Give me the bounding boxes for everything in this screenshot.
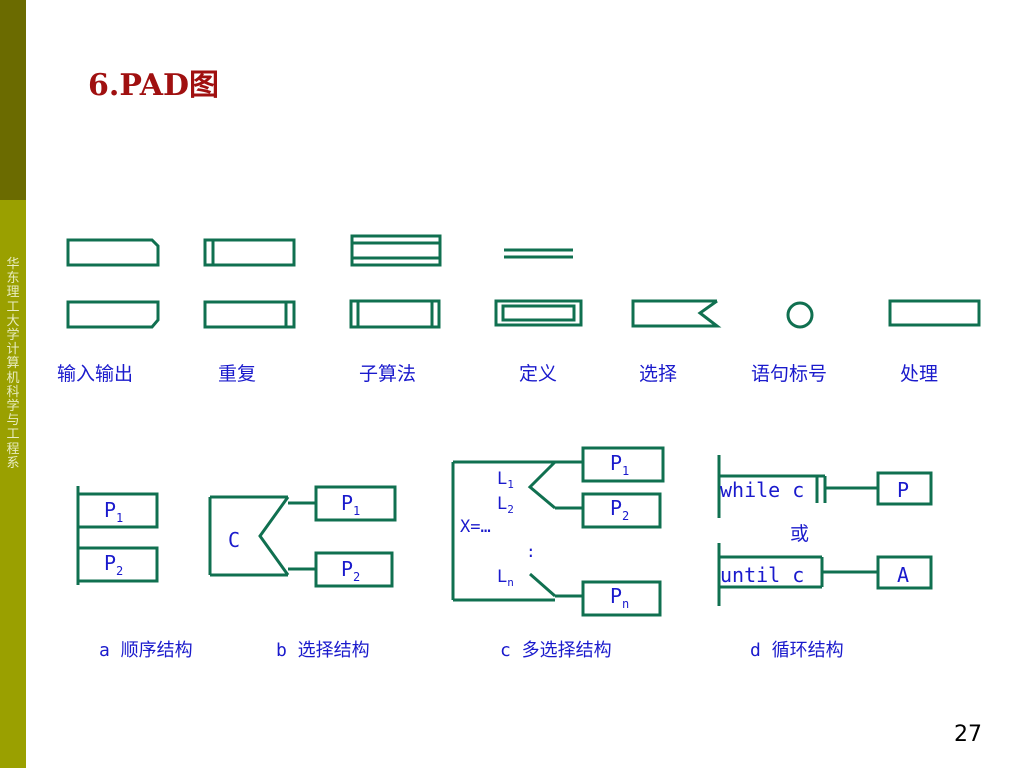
multi-selection-structure: L1 L2 X=… : Ln P1 P2 Pn xyxy=(451,446,665,617)
multi-expr-label: X=… xyxy=(460,517,491,537)
multi-box2-label: P2 xyxy=(610,496,629,523)
loop-a-label: A xyxy=(897,563,909,587)
label-definition: 定义 xyxy=(519,363,557,385)
sidebar-vertical-text: 华东理工大学计算机科学与工程系 xyxy=(6,257,20,471)
label-process: 处理 xyxy=(900,363,938,385)
repeat-symbol-top xyxy=(203,238,296,267)
definition-symbol-top xyxy=(504,248,573,259)
sequence-structure: P1 P2 xyxy=(76,486,159,585)
loop-structure: while c P 或 until c A xyxy=(717,455,933,606)
label-io: 输入输出 xyxy=(57,363,133,385)
multi-dots: : xyxy=(526,542,536,561)
label-subalgorithm: 子算法 xyxy=(359,363,416,385)
label-repeat: 重复 xyxy=(218,363,256,385)
multi-l2-label: L2 xyxy=(497,494,514,516)
loop-or-label: 或 xyxy=(790,523,809,545)
subalgorithm-symbol-top xyxy=(350,234,442,267)
seq-box1-label: P1 xyxy=(104,498,123,525)
io-symbol xyxy=(66,300,160,329)
process-symbol xyxy=(888,299,981,327)
label-selection: 选择 xyxy=(639,363,677,385)
seq-box2-label: P2 xyxy=(104,551,123,578)
loop-while-label: while c xyxy=(720,478,804,502)
repeat-symbol xyxy=(203,300,296,329)
slide-title: 6.PAD图 xyxy=(88,68,219,103)
multi-box1-label: P1 xyxy=(610,451,629,478)
sel-box2-label: P2 xyxy=(341,557,360,584)
loop-until-label: until c xyxy=(720,563,804,587)
io-symbol-top xyxy=(66,238,160,267)
loop-p-label: P xyxy=(897,478,909,502)
page-number: 27 xyxy=(954,722,982,747)
statement-label-symbol xyxy=(786,301,814,329)
multi-l1-label: L1 xyxy=(497,469,514,491)
multi-ln-label: Ln xyxy=(497,567,514,589)
subalgorithm-symbol xyxy=(349,299,441,329)
caption-selection: b 选择结构 xyxy=(276,640,370,661)
caption-sequence: a 顺序结构 xyxy=(99,640,193,661)
caption-loop: d 循环结构 xyxy=(750,640,844,661)
multi-boxn-label: Pn xyxy=(610,584,629,611)
sel-cond-label: C xyxy=(228,528,240,552)
sel-box1-label: P1 xyxy=(341,491,360,518)
definition-symbol xyxy=(494,299,583,327)
caption-multi-selection: c 多选择结构 xyxy=(500,640,612,661)
sidebar-band: 华东理工大学计算机科学与工程系 xyxy=(0,0,26,768)
selection-structure: C P1 P2 xyxy=(208,485,397,588)
label-statement-label: 语句标号 xyxy=(751,363,827,385)
selection-symbol xyxy=(631,299,722,328)
